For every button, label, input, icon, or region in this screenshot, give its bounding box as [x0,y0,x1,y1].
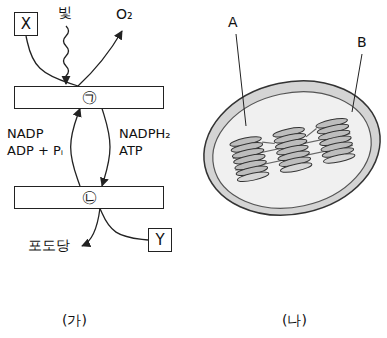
node-text: Y [155,232,164,249]
node-text: ㉡ [82,189,97,206]
reaction-arrow [78,31,122,86]
edge-label: NADPH₂ ATP [118,126,182,160]
reaction-box: ㉠ [14,86,164,109]
leader-line [352,54,362,112]
edge-label: NADP ADP + Pᵢ [6,126,70,160]
light-arrow [64,26,69,84]
part-label: B [357,34,367,50]
part-label: A [228,14,238,30]
chloroplast [191,65,387,231]
substance-box: X [14,12,38,36]
reaction-arrow [82,208,100,246]
light-label: 빛 [58,4,72,20]
node-text: X [21,16,31,33]
node-text: ㉠ [82,89,97,106]
product-label: 포도당 [28,237,70,253]
panel-caption: (나) [282,312,307,328]
substance-box: Y [148,228,172,252]
product-label: O₂ [116,6,133,22]
leader-line [236,34,246,126]
reaction-arrow [71,109,80,187]
panel-caption: (가) [62,312,87,328]
reaction-arrow [100,209,148,241]
reaction-arrow [102,109,110,187]
reaction-arrow [26,36,78,86]
reaction-box: ㉡ [14,186,164,209]
